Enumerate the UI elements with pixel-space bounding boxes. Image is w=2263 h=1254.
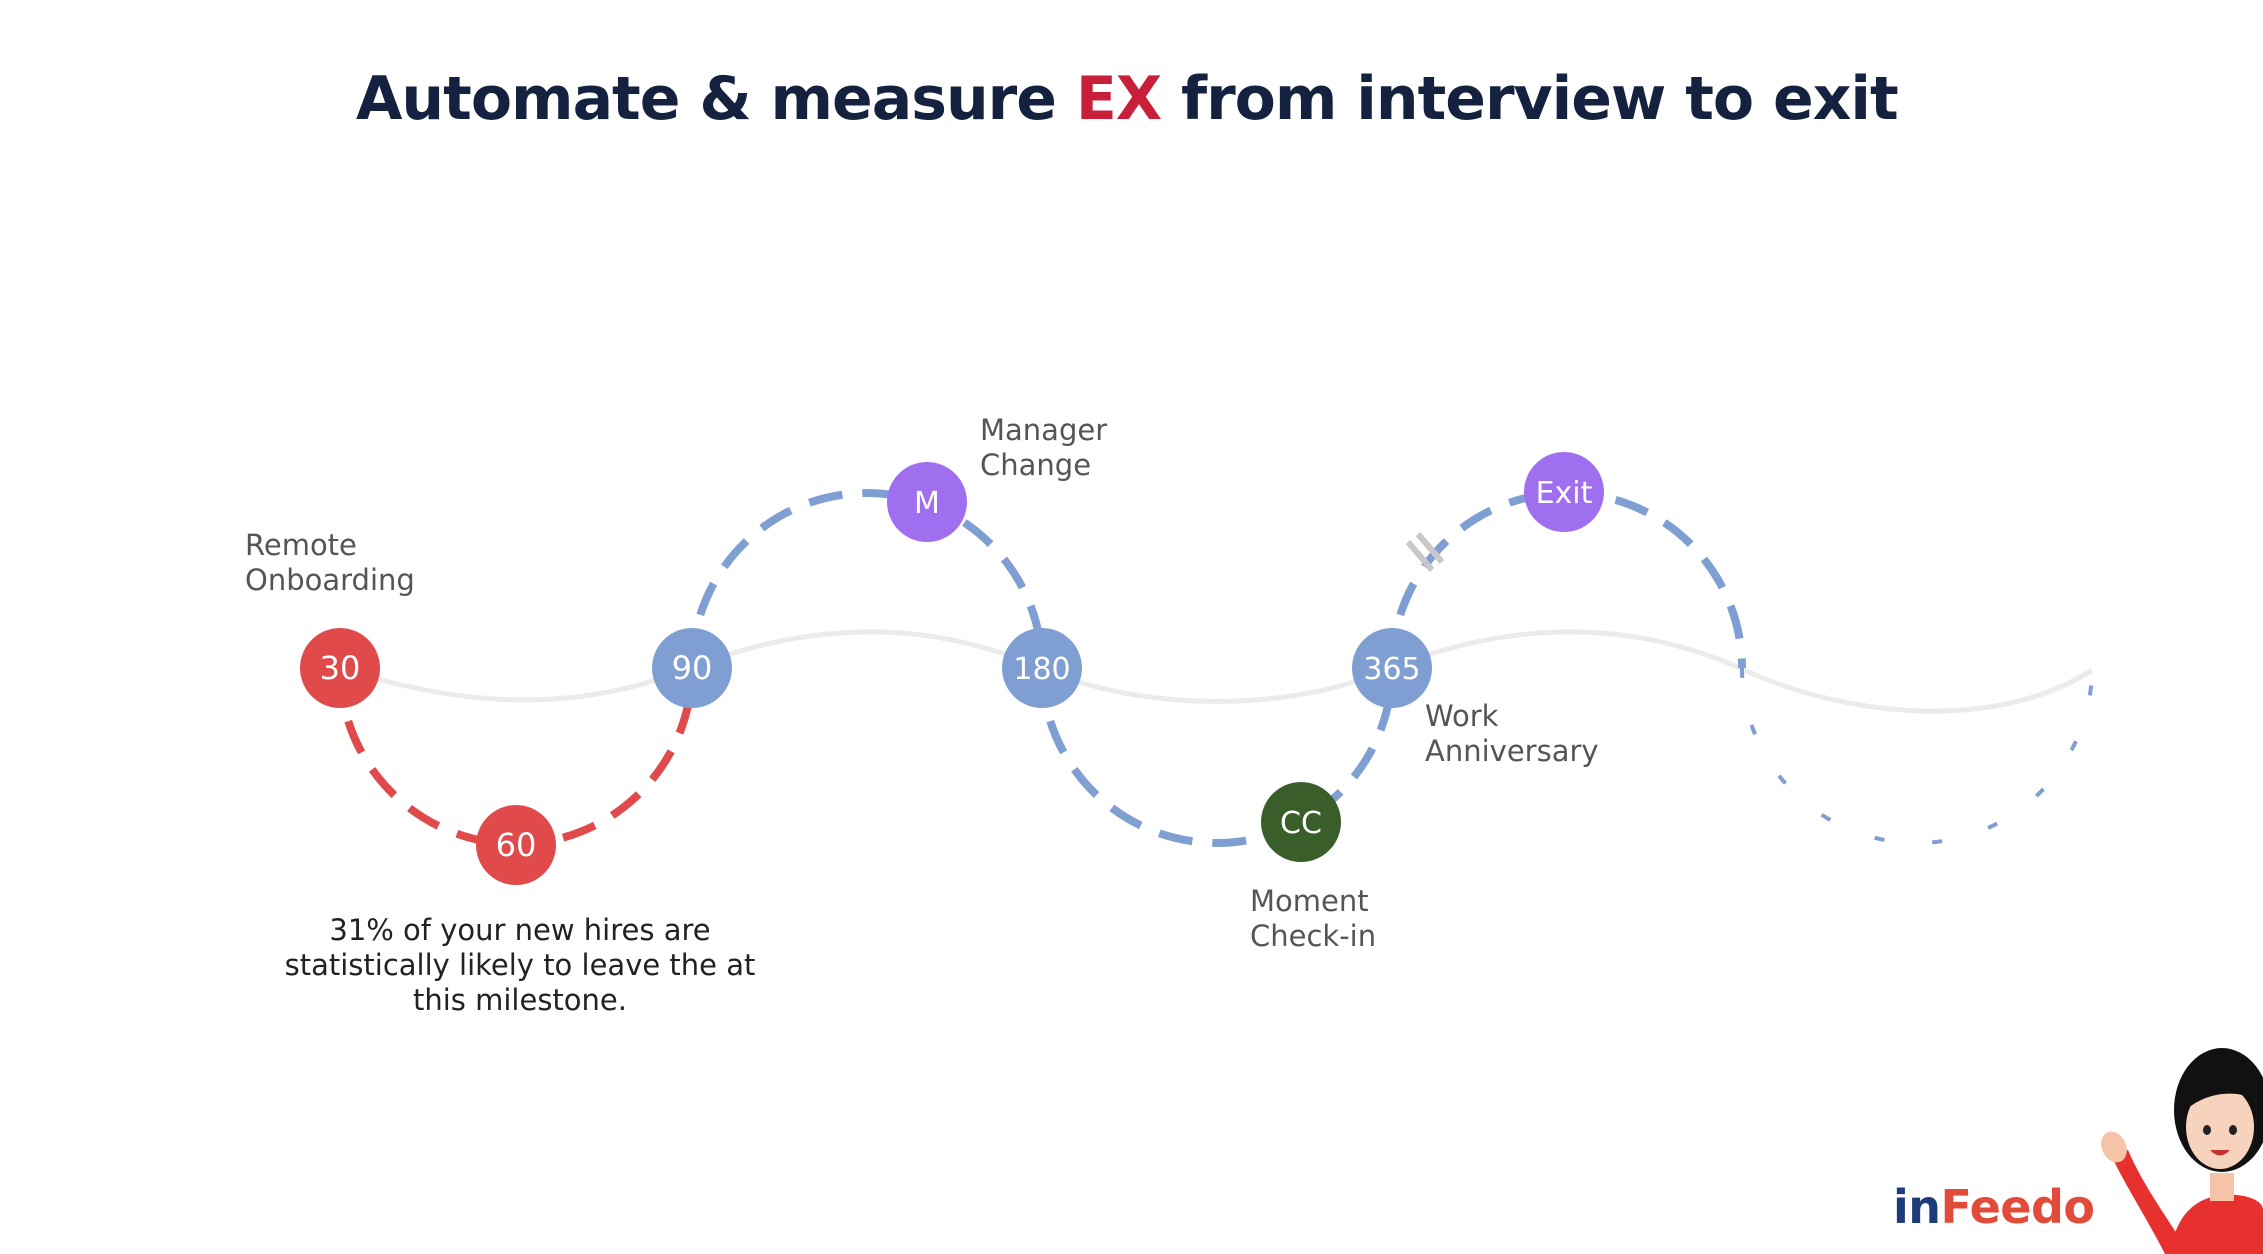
node-exit-label: Exit	[1536, 476, 1593, 511]
arc-dotted-future	[1740, 667, 2094, 845]
brand-logo: inFeedo	[1893, 1180, 2095, 1234]
title-accent: EX	[1075, 64, 1162, 134]
node-180[interactable]: 180	[1002, 628, 1082, 708]
node-365[interactable]: 365	[1352, 628, 1432, 708]
node-365-label: 365	[1363, 652, 1420, 687]
node-90-label: 90	[672, 649, 713, 687]
break-mark	[1405, 532, 1445, 572]
node-60-label: 60	[496, 826, 537, 864]
node-90[interactable]: 90	[652, 628, 732, 708]
node-60[interactable]: 60	[476, 805, 556, 885]
node-180-label: 180	[1013, 652, 1070, 687]
arc-blue-lower	[1038, 667, 1396, 847]
node-manager-change[interactable]: M	[887, 462, 967, 542]
node-m-label: M	[914, 486, 940, 521]
mascot-illustration	[2101, 1048, 2263, 1254]
node-exit[interactable]: Exit	[1524, 452, 1604, 532]
node-moment-checkin[interactable]: CC	[1261, 782, 1341, 862]
node-30[interactable]: 30	[300, 628, 380, 708]
title-part-1: Automate & measure	[356, 64, 1076, 134]
page-title: Automate & measure EX from interview to …	[356, 64, 1899, 134]
node-cc-label: CC	[1280, 806, 1322, 841]
node-30-label: 30	[320, 649, 361, 687]
title-part-2: from interview to exit	[1161, 64, 1899, 134]
arc-blue-upper	[688, 489, 1046, 669]
timeline-wave	[339, 629, 2094, 714]
